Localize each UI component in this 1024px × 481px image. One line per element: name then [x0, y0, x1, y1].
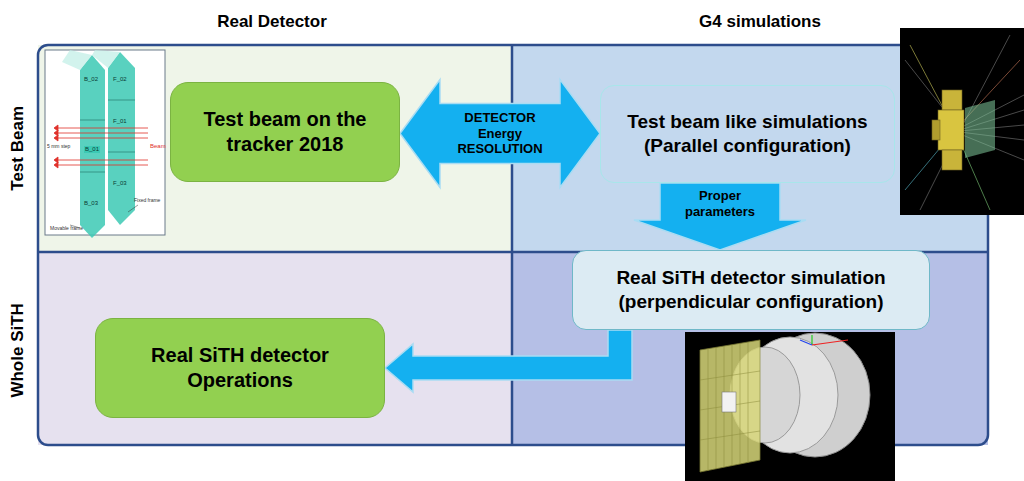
real-detector-box: Test beam on the tracker 2018: [170, 82, 400, 182]
part-label: Movable frame: [50, 226, 83, 232]
part-label: B_02: [84, 76, 98, 83]
part-label: Fixed frame: [134, 198, 160, 204]
part-label: Beam: [150, 143, 166, 150]
simulation-box: Test beam like simulations (Parallel con…: [600, 85, 895, 183]
box-text: Real SiTH detector Operations: [108, 343, 372, 393]
block-arrow: [634, 183, 806, 250]
part-label: B_03: [84, 200, 98, 207]
part-label: 5 mm step: [47, 144, 70, 150]
box-text: Test beam on the tracker 2018: [183, 107, 387, 157]
row-header: Test Beam: [9, 106, 28, 191]
panel: [38, 252, 512, 445]
arrow-label: DETECTOR Energy RESOLUTION: [445, 110, 555, 157]
column-header: Real Detector: [217, 13, 327, 32]
block-arrow: [385, 330, 632, 392]
g4-perpendicular-render: [685, 332, 895, 481]
arrow-label: Proper parameters: [665, 188, 775, 219]
box-text: Real SiTH detector simulation (perpendic…: [585, 266, 917, 314]
real-detector-box: Real SiTH detector Operations: [95, 318, 385, 418]
g4-parallel-render: [900, 28, 1024, 215]
block-arrow: [400, 80, 600, 188]
part-label: F_01: [113, 118, 127, 125]
tracker-schematic: [45, 50, 165, 238]
simulation-box: Real SiTH detector simulation (perpendic…: [572, 250, 930, 330]
column-header: G4 simulations: [699, 13, 821, 32]
part-label: B_01: [84, 146, 100, 153]
part-label: F_02: [113, 76, 127, 83]
part-label: F_03: [113, 180, 127, 187]
box-text: Test beam like simulations (Parallel con…: [613, 110, 882, 158]
row-header: Whole SiTH: [9, 303, 28, 397]
